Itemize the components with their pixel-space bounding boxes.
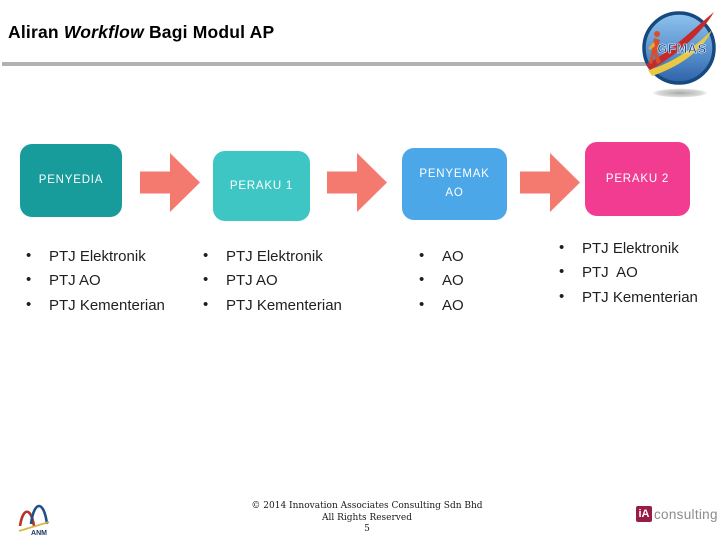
stage-label-line2: AO (445, 187, 464, 199)
flow-arrow-icon (327, 153, 387, 212)
footer-copyright: © 2014 Innovation Associates Consulting … (251, 501, 483, 511)
list-item: PTJ Elektronik (24, 244, 165, 269)
page-number: 5 (364, 524, 370, 534)
stage-box-peraku-1: PERAKU 1 (213, 151, 310, 221)
stage-label: PENYEMAK (419, 168, 490, 180)
bullet-list-peraku-1: PTJ Elektronik PTJ AO PTJ Kementerian (201, 244, 342, 318)
list-item: PTJ Elektronik (557, 236, 698, 261)
list-item: PTJ AO (557, 260, 698, 285)
bullet-list-penyedia: PTJ Elektronik PTJ AO PTJ Kementerian (24, 244, 165, 318)
ia-badge-icon: iA (636, 506, 652, 522)
anm-logo-text: ANM (31, 530, 47, 537)
footer: © 2014 Innovation Associates Consulting … (40, 501, 694, 536)
flow-arrow-icon (140, 153, 200, 212)
anm-red-arch (18, 510, 36, 527)
list-item: PTJ AO (201, 268, 342, 293)
list-item: PTJ AO (24, 268, 165, 293)
list-item: AO (417, 244, 464, 269)
stage-box-peraku-2: PERAKU 2 (585, 142, 690, 216)
gfmas-runner-icon (648, 31, 661, 64)
footer-rights: All Rights Reserved (322, 512, 412, 523)
ia-consulting-logo: iA consulting (636, 506, 718, 522)
stage-label: PERAKU 2 (605, 172, 670, 185)
stage-box-penyemak-ao: PENYEMAK AO (402, 148, 507, 220)
bullet-list-peraku-2: PTJ Elektronik PTJ AO PTJ Kementerian (557, 236, 698, 310)
gfmas-red-swoosh (646, 12, 714, 70)
list-item: PTJ Kementerian (201, 293, 342, 318)
gfmas-shadow (653, 88, 707, 98)
gfmas-logo-icon: GFMAS (642, 11, 716, 98)
list-item: PTJ Elektronik (201, 244, 342, 269)
list-item: PTJ Kementerian (557, 285, 698, 310)
flow-arrow-icon (520, 153, 580, 212)
title-suffix: Bagi Modul AP (143, 22, 275, 42)
page-title: Aliran Workflow Bagi Modul AP (8, 22, 274, 43)
anm-logo-icon: ANM (18, 504, 50, 537)
list-item: AO (417, 293, 464, 318)
stage-box-penyedia: PENYEDIA (20, 144, 122, 217)
list-item: AO (417, 268, 464, 293)
title-prefix: Aliran (8, 22, 64, 42)
stage-label: PENYEDIA (38, 174, 104, 186)
bullet-list-penyemak-ao: AO AO AO (417, 244, 464, 318)
stage-label: PERAKU 1 (229, 179, 294, 192)
gfmas-logo-text: GFMAS (657, 41, 706, 56)
title-divider (2, 62, 648, 66)
title-italic-word: Workflow (63, 22, 144, 42)
gfmas-yellow-swoosh (648, 30, 712, 76)
ia-consulting-label: consulting (654, 506, 718, 522)
list-item: PTJ Kementerian (24, 293, 165, 318)
anm-blue-arch (29, 504, 49, 525)
anm-yellow-line (18, 521, 50, 532)
